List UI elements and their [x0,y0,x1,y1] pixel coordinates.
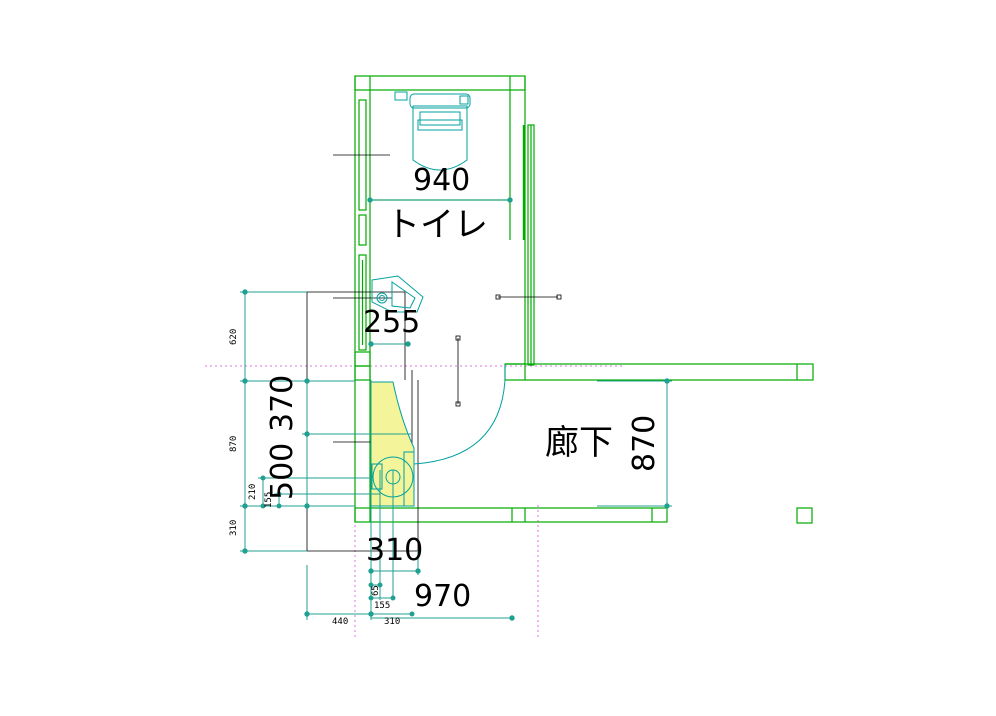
wall-top [354,75,526,91]
counter-outline [307,291,406,380]
vanity-basin [370,381,415,507]
room-label-hallway: 廊下 [545,423,613,463]
dim-dot-551 [242,548,248,554]
toilet-seat [412,105,468,171]
dimension-label-370: 370 [265,374,300,432]
dim-870-hallway-dot-b [664,503,670,509]
wall-bottom [354,507,668,523]
small-dim-310-horizontal: 310 [384,617,401,627]
small-dim-210: 210 [248,483,258,500]
door-swing-arc [413,379,506,465]
toilet-valve [394,91,408,101]
window-left-2 [358,214,367,246]
dim-dot-506 [242,503,248,509]
dim-500-dot [304,503,310,509]
dim-940-dot-b [507,197,513,203]
dimension-lines [240,197,672,621]
corner-basin-drain-outer [376,292,388,304]
dimension-label-940: 940 [413,163,471,198]
dimension-label-310: 310 [366,533,424,568]
vanity-faucet [371,463,383,490]
dimension-label-255: 255 [363,305,421,340]
dim-310-dot-b [415,568,421,574]
toilet-tank-knob [459,95,469,105]
dim-dot-292 [242,289,248,295]
dim-155-dot-b [276,503,282,509]
grip-top [455,335,461,341]
dimension-label-870-hallway: 870 [627,414,662,472]
dim-210-dot-b [260,503,266,509]
dim-65-dot-b [377,582,383,588]
dim-65-dot-a [368,582,374,588]
dim-940-dot-a [367,197,373,203]
corner-basin-drain-inner [379,295,385,301]
dim-255-dot-b [405,341,411,347]
small-dim-155-vertical: 155 [264,491,274,508]
grip-right-a [495,294,501,300]
dim-370-dot-a [304,378,310,384]
door [413,364,506,465]
small-dim-310-vertical: 310 [229,519,239,536]
small-dim-155-horizontal: 155 [374,601,391,611]
small-dim-870: 870 [229,435,239,452]
wall-left-pillar-2 [354,365,371,381]
corner-basin [371,275,424,313]
dim-255-dot-a [368,341,374,347]
dim-870-hallway-dot-a [664,378,670,384]
dim-155-h-dot-a [368,595,374,601]
dimension-label-970: 970 [414,579,472,614]
corner-basin-inner [391,281,416,309]
toilet-fixture [394,91,471,171]
vanity-edge [403,451,415,507]
corner-basin-body [371,275,424,313]
small-dim-65: 65 [371,585,381,596]
dim-155-h-dot-b [390,595,396,601]
dim-dot-381 [242,378,248,384]
room-label-toilet: トイレ [386,205,488,245]
pillar-marker [796,507,813,524]
dim-970-dot-b [509,615,515,621]
window-left-3 [358,254,367,351]
dim-310-h-dot-b [409,611,415,617]
grip-right-b [556,294,562,300]
small-dim-440: 440 [332,617,349,627]
dim-310-dot-a [368,568,374,574]
toilet-rim [419,111,461,126]
wall-left-pillar-1 [354,351,371,367]
small-dim-620: 620 [229,328,239,345]
toilet-bowl [417,119,463,131]
grip-bottom [455,401,461,407]
toilet-tank [409,93,471,109]
